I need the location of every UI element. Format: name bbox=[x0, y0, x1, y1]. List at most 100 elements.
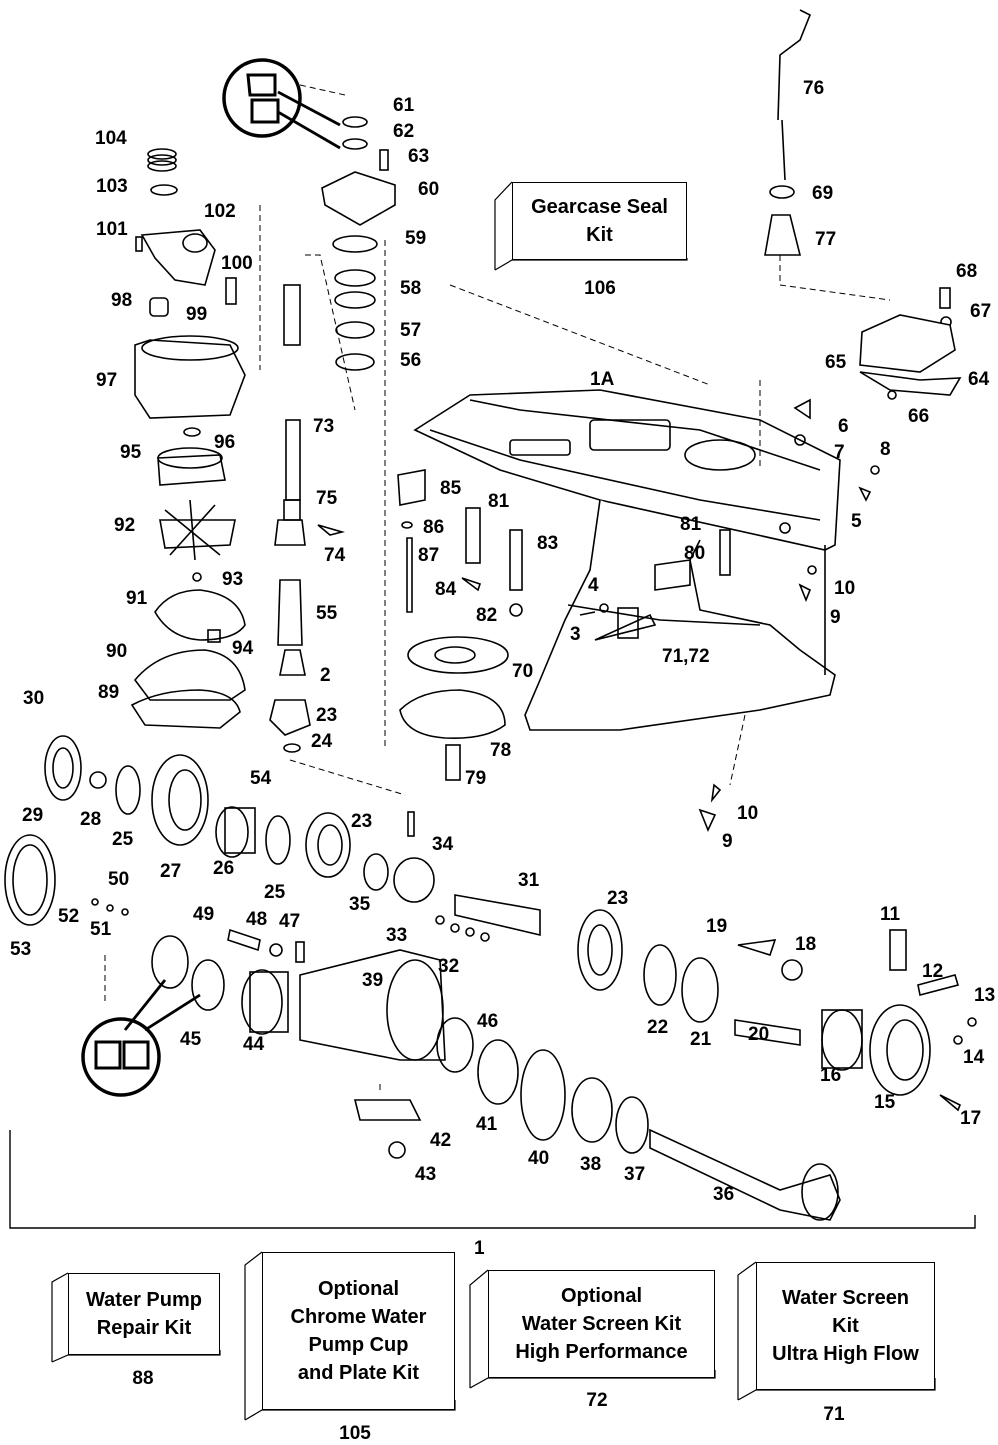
part-label-6: 6 bbox=[838, 416, 849, 437]
part-label-84: 84 bbox=[435, 579, 457, 600]
part-label-19: 19 bbox=[706, 916, 727, 937]
part-label-7: 7 bbox=[834, 442, 845, 463]
part-label-25b: 25 bbox=[264, 882, 286, 903]
part-label-54: 54 bbox=[250, 768, 272, 789]
part-label-79: 79 bbox=[465, 768, 486, 789]
part-label-87: 87 bbox=[418, 545, 439, 566]
part-label-83: 83 bbox=[537, 533, 558, 554]
part-label-44: 44 bbox=[243, 1034, 265, 1055]
leader-lines bbox=[104, 84, 891, 1090]
part-label-14: 14 bbox=[963, 1047, 985, 1068]
part-label-50: 50 bbox=[108, 869, 129, 890]
part-label-1: 1 bbox=[474, 1238, 485, 1259]
part-label-103: 103 bbox=[96, 176, 128, 197]
small-hardware bbox=[397, 469, 731, 833]
part-label-59: 59 bbox=[405, 228, 426, 249]
part-label-24: 24 bbox=[311, 731, 333, 752]
part-label-56: 56 bbox=[400, 350, 421, 371]
part-label-9: 9 bbox=[830, 607, 841, 628]
chrome-cup-kit-label-2: Chrome Water bbox=[290, 1306, 427, 1328]
seal-stack bbox=[321, 116, 396, 371]
part-label-68: 68 bbox=[956, 261, 977, 282]
part-label-76: 76 bbox=[803, 78, 824, 99]
part-label-70: 70 bbox=[512, 661, 533, 682]
gearcase-seal-kit-number: 106 bbox=[584, 278, 616, 299]
part-label-28: 28 bbox=[80, 809, 101, 830]
part-label-71-72: 71,72 bbox=[662, 646, 710, 667]
part-label-96: 96 bbox=[214, 432, 235, 453]
part-label-38: 38 bbox=[580, 1154, 601, 1175]
part-label-94: 94 bbox=[232, 638, 254, 659]
part-label-41: 41 bbox=[476, 1114, 498, 1135]
part-label-49: 49 bbox=[193, 904, 214, 925]
chrome-cup-kit-box: Optional Chrome Water Pump Cup and Plate… bbox=[262, 1252, 455, 1410]
part-label-60: 60 bbox=[418, 179, 439, 200]
part-label-81: 81 bbox=[488, 491, 510, 512]
gearcase-seal-kit-box: Gearcase Seal Kit bbox=[512, 182, 687, 260]
part-label-23: 23 bbox=[316, 705, 337, 726]
part-label-45: 45 bbox=[180, 1029, 202, 1050]
part-label-37: 37 bbox=[624, 1164, 645, 1185]
part-label-104: 104 bbox=[95, 128, 127, 149]
part-label-61: 61 bbox=[393, 95, 415, 116]
part-label-34: 34 bbox=[432, 834, 454, 855]
part-label-23c: 23 bbox=[607, 888, 628, 909]
water-screen-uhf-kit-box: Water Screen Kit Ultra High Flow bbox=[756, 1262, 935, 1390]
part-label-30: 30 bbox=[23, 688, 44, 709]
part-label-47: 47 bbox=[279, 911, 300, 932]
water-screen-hp-kit-box: Optional Water Screen Kit High Performan… bbox=[488, 1270, 715, 1378]
part-label-35: 35 bbox=[349, 894, 371, 915]
chrome-cup-kit-label-3: Pump Cup bbox=[308, 1334, 409, 1356]
part-label-39: 39 bbox=[362, 970, 383, 991]
part-label-97: 97 bbox=[96, 370, 117, 391]
water-screen-uhf-kit-label-2: Kit bbox=[832, 1315, 859, 1337]
part-label-27: 27 bbox=[160, 861, 181, 882]
inset-seal-circle-top bbox=[222, 58, 302, 138]
part-label-93: 93 bbox=[222, 569, 243, 590]
part-label-10b: 10 bbox=[737, 803, 758, 824]
part-label-32: 32 bbox=[438, 956, 459, 977]
part-label-57: 57 bbox=[400, 320, 421, 341]
part-label-13: 13 bbox=[974, 985, 995, 1006]
part-label-15: 15 bbox=[874, 1092, 896, 1113]
water-screen-hp-kit-number: 72 bbox=[586, 1390, 608, 1411]
water-pump-assembly bbox=[130, 148, 246, 729]
part-label-69: 69 bbox=[812, 183, 833, 204]
part-label-90: 90 bbox=[106, 641, 127, 662]
water-screen-hp-kit-label-3: High Performance bbox=[515, 1341, 688, 1363]
part-label-16: 16 bbox=[820, 1065, 841, 1086]
gearcase-seal-kit-label-1: Gearcase Seal bbox=[531, 196, 668, 218]
water-screen-uhf-kit-label-3: Ultra High Flow bbox=[772, 1343, 919, 1365]
part-label-63: 63 bbox=[408, 146, 429, 167]
part-label-62: 62 bbox=[393, 121, 414, 142]
part-label-5: 5 bbox=[851, 511, 862, 532]
part-label-1A: 1A bbox=[590, 369, 615, 390]
part-label-95: 95 bbox=[120, 442, 142, 463]
part-label-11: 11 bbox=[880, 904, 901, 925]
part-label-64: 64 bbox=[968, 369, 990, 390]
water-screen-uhf-kit-label-1: Water Screen bbox=[781, 1287, 910, 1309]
part-label-4: 4 bbox=[588, 575, 599, 596]
part-label-21: 21 bbox=[690, 1029, 712, 1050]
water-pump-repair-kit-box: Water Pump Repair Kit bbox=[68, 1273, 220, 1355]
part-label-98: 98 bbox=[111, 290, 132, 311]
kit-box-edges bbox=[51, 181, 936, 1421]
part-label-23b: 23 bbox=[351, 811, 372, 832]
part-label-86: 86 bbox=[423, 517, 444, 538]
part-label-91: 91 bbox=[126, 588, 148, 609]
part-label-82: 82 bbox=[476, 605, 497, 626]
part-label-78: 78 bbox=[490, 740, 511, 761]
gearcase-seal-kit-label-2: Kit bbox=[586, 224, 613, 246]
part-label-26: 26 bbox=[213, 858, 234, 879]
part-label-48: 48 bbox=[246, 909, 267, 930]
part-label-25: 25 bbox=[112, 829, 134, 850]
part-label-85: 85 bbox=[440, 478, 462, 499]
part-label-77: 77 bbox=[815, 229, 836, 250]
part-label-67: 67 bbox=[970, 301, 991, 322]
part-label-33: 33 bbox=[386, 925, 407, 946]
part-label-100: 100 bbox=[221, 253, 253, 274]
inset-pointers bbox=[123, 90, 341, 1032]
part-label-2: 2 bbox=[320, 665, 331, 686]
part-label-75: 75 bbox=[316, 488, 338, 509]
